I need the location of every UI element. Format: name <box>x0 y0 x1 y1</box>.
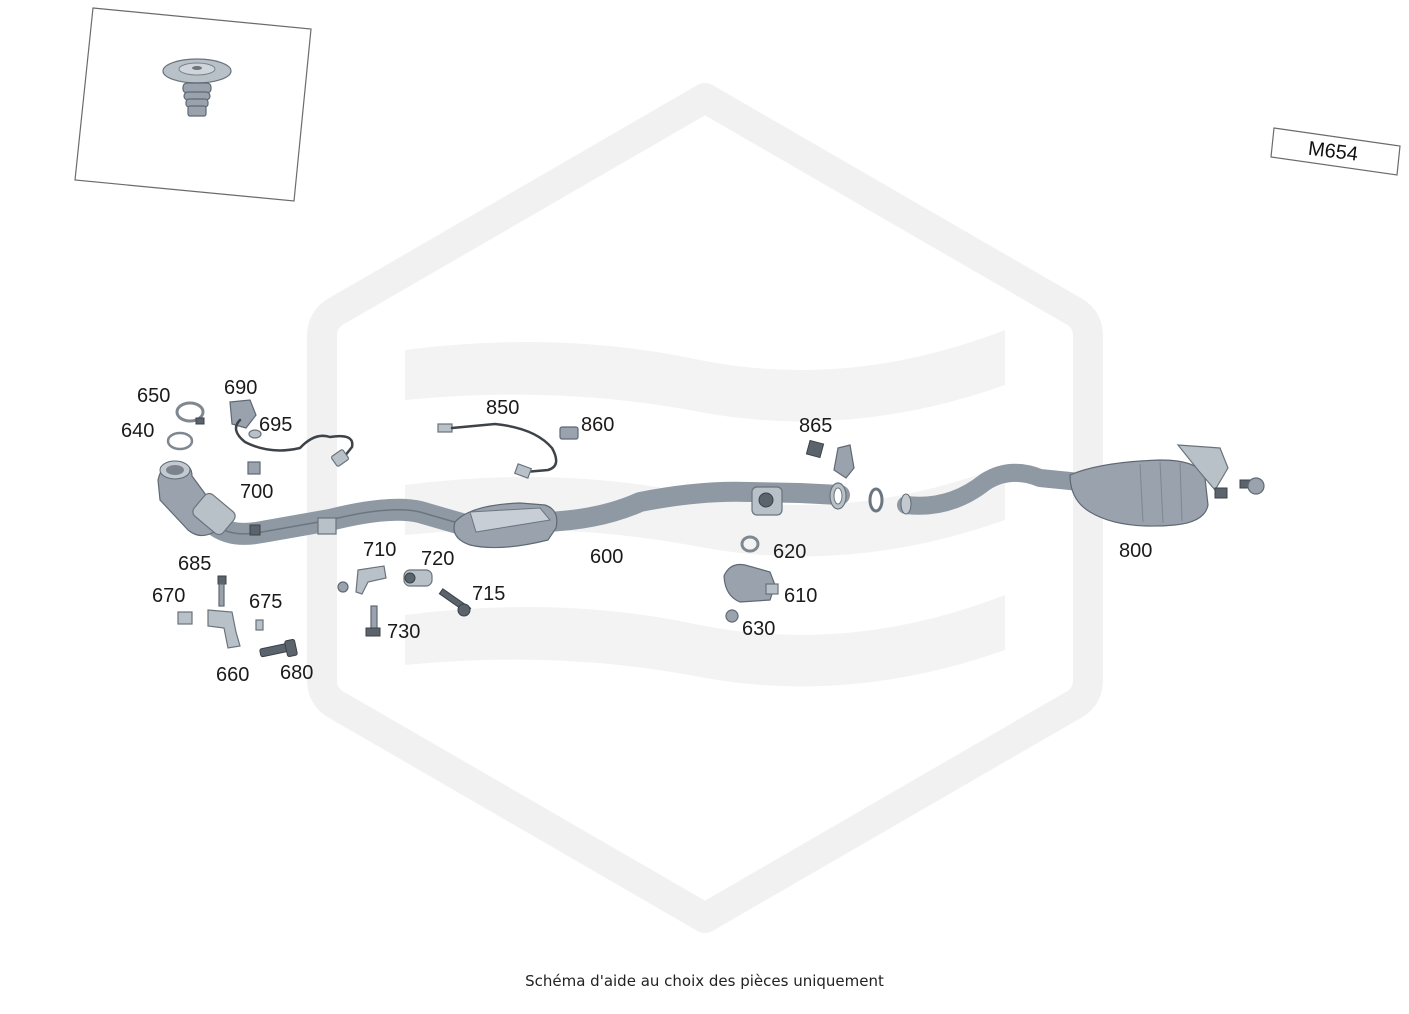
flap-actuator-610 <box>723 563 779 603</box>
push-rivet-clip-icon <box>162 58 232 117</box>
callout-610[interactable]: 610 <box>784 585 817 607</box>
callout-690[interactable]: 690 <box>224 377 257 399</box>
inset-box <box>74 7 312 202</box>
sensor-clip-860 <box>559 426 579 440</box>
callout-800[interactable]: 800 <box>1119 540 1152 562</box>
oxygen-sensor-front[interactable] <box>229 399 354 475</box>
callout-680[interactable]: 680 <box>280 662 313 684</box>
callout-620[interactable]: 620 <box>773 541 806 563</box>
callout-715[interactable]: 715 <box>472 583 505 605</box>
muffler-bolt <box>1239 477 1265 495</box>
callout-860[interactable]: 860 <box>581 414 614 436</box>
rear-muffler[interactable] <box>897 444 1265 527</box>
callout-600[interactable]: 600 <box>590 546 623 568</box>
callout-850[interactable]: 850 <box>486 397 519 419</box>
callout-670[interactable]: 670 <box>152 585 185 607</box>
clamp-ring-650 <box>175 401 205 425</box>
gasket-ring-640 <box>166 431 194 451</box>
callout-730[interactable]: 730 <box>387 621 420 643</box>
rubber-hanger-865 <box>805 439 855 479</box>
callout-685[interactable]: 685 <box>178 553 211 575</box>
callout-865[interactable]: 865 <box>799 415 832 437</box>
watermark-logo <box>307 83 1103 933</box>
exhaust-flap-valve <box>751 486 783 516</box>
bushing-670 <box>177 611 193 625</box>
screw-630 <box>725 609 739 623</box>
bracket-660 <box>207 609 241 649</box>
callout-720[interactable]: 720 <box>421 548 454 570</box>
callout-675[interactable]: 675 <box>249 591 282 613</box>
oxygen-sensor-rear[interactable] <box>437 422 579 479</box>
bolt-730 <box>365 605 381 637</box>
bolt-715 <box>438 588 472 617</box>
callout-710[interactable]: 710 <box>363 539 396 561</box>
main-exhaust-pipe[interactable] <box>453 481 884 549</box>
rubber-mount-720 <box>403 569 433 587</box>
bolt-685 <box>217 575 227 607</box>
diagram-caption: Schéma d'aide au choix des pièces unique… <box>525 972 884 990</box>
callouts: 650 640 690 695 700 850 860 865 600 620 … <box>121 377 1152 686</box>
callout-630[interactable]: 630 <box>742 618 775 640</box>
callout-640[interactable]: 640 <box>121 420 154 442</box>
bracket-710 <box>337 565 387 595</box>
engine-code-label: M654 <box>1270 127 1401 176</box>
callout-695[interactable]: 695 <box>259 414 292 436</box>
front-downpipe[interactable] <box>157 460 476 545</box>
nut-675 <box>255 619 264 631</box>
callout-650[interactable]: 650 <box>137 385 170 407</box>
callout-660[interactable]: 660 <box>216 664 249 686</box>
bolt-680 <box>259 639 298 658</box>
clamp-620 <box>740 535 760 553</box>
callout-700[interactable]: 700 <box>240 481 273 503</box>
